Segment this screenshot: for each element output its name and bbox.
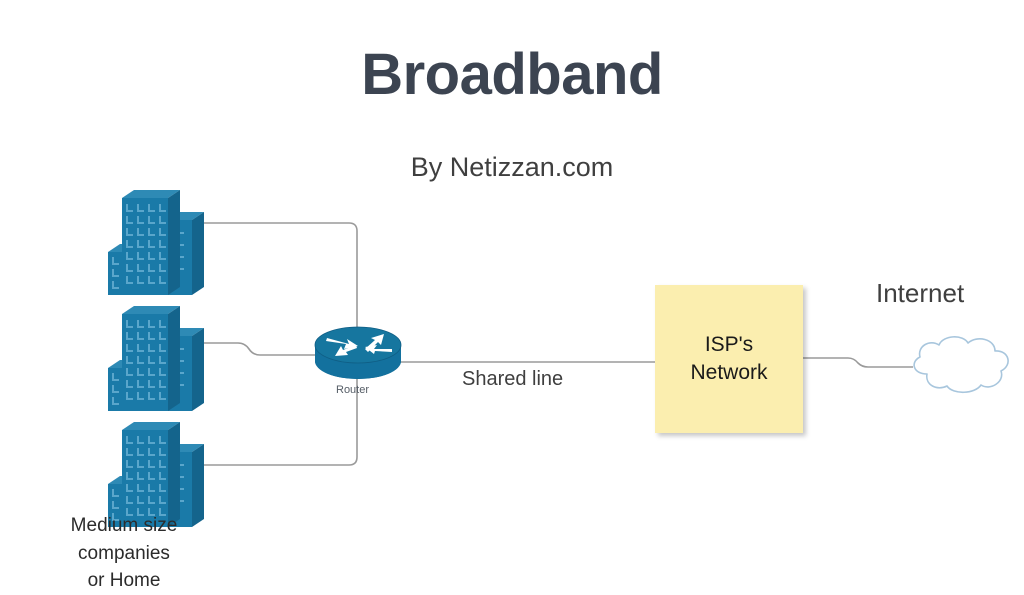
buildings-caption: Medium size companies or Home [30,512,218,595]
page-subtitle: By Netizzan.com [410,152,614,182]
router-icon[interactable] [314,326,402,380]
connector-building1-router [181,222,358,330]
buildings-caption-line2: companies [78,542,170,564]
cloud-icon[interactable] [913,336,1009,394]
connector-isp-internet [803,357,913,368]
office-buildings-icon-2[interactable] [108,306,204,411]
connector-building3-router [181,378,358,466]
page-title: Broadband [361,42,663,107]
office-buildings-icon-1[interactable] [108,190,204,295]
isp-network-box-rect [655,285,803,433]
isp-network-box[interactable] [655,285,803,433]
shared-line-label: Shared line [462,368,564,390]
internet-label: Internet [876,278,965,308]
connector-building2-router [181,342,315,356]
buildings-caption-line3: or Home [87,570,161,592]
buildings-caption-line1: Medium size [70,515,178,536]
router-label: Router [336,384,370,396]
